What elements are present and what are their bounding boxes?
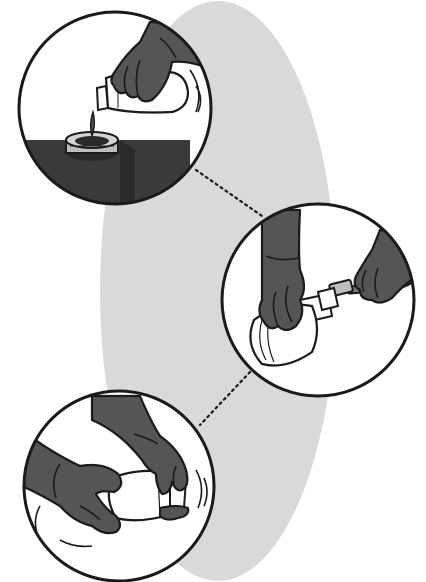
glove-icon bbox=[258, 208, 306, 332]
liquid-stream bbox=[89, 109, 96, 139]
step-2-circle bbox=[220, 202, 416, 398]
step-3-circle bbox=[22, 389, 216, 582]
glove-icon bbox=[90, 394, 189, 496]
glove-icon bbox=[24, 428, 123, 535]
connector-line-1 bbox=[194, 168, 264, 218]
connector-line-2 bbox=[198, 370, 252, 427]
